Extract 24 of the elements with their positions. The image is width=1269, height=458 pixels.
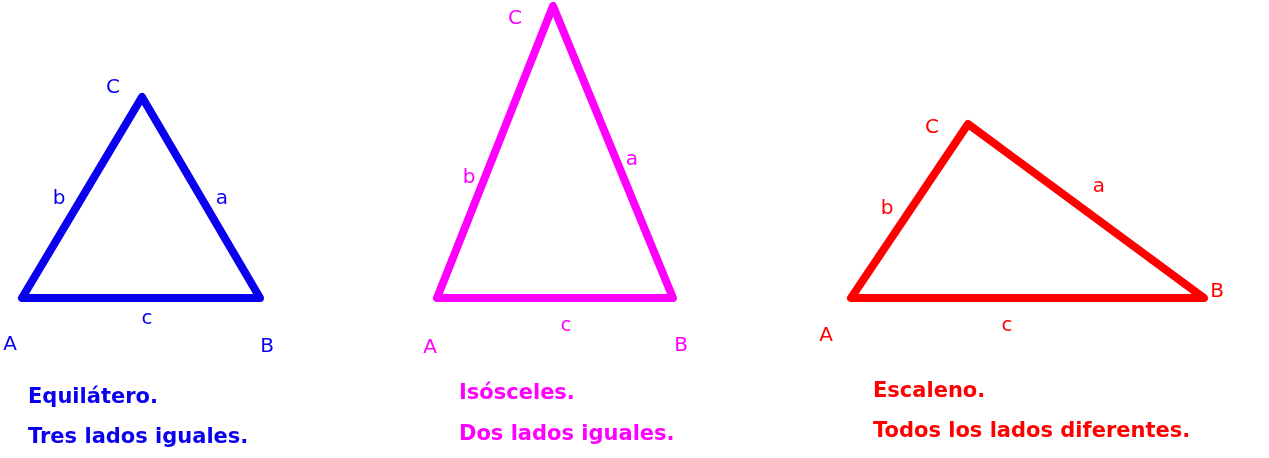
caption-text: Dos lados iguales.: [459, 421, 675, 447]
side-label: a: [1092, 175, 1106, 195]
side-label: b: [52, 187, 66, 207]
vertex-label: B: [260, 335, 274, 355]
caption-text: Equilátero.: [28, 384, 158, 410]
caption-text: Tres lados iguales.: [28, 424, 249, 450]
vertex-label: A: [819, 324, 833, 344]
caption-text: Todos los lados diferentes.: [873, 418, 1191, 444]
side-label: c: [141, 307, 153, 327]
side-label: c: [1001, 314, 1013, 334]
vertex-label: A: [423, 336, 437, 356]
side-label: a: [625, 148, 639, 168]
vertex-label: A: [3, 333, 17, 353]
side-label: c: [560, 314, 572, 334]
side-label: b: [462, 166, 476, 186]
caption-text: Escaleno.: [873, 378, 986, 404]
vertex-label: C: [925, 116, 939, 136]
vertex-label: C: [106, 76, 120, 96]
vertex-label: B: [1210, 280, 1224, 300]
caption-text: Isósceles.: [459, 380, 575, 406]
side-label: a: [215, 187, 229, 207]
vertex-label: C: [508, 7, 522, 27]
side-label: b: [880, 197, 894, 217]
vertex-label: B: [674, 334, 688, 354]
